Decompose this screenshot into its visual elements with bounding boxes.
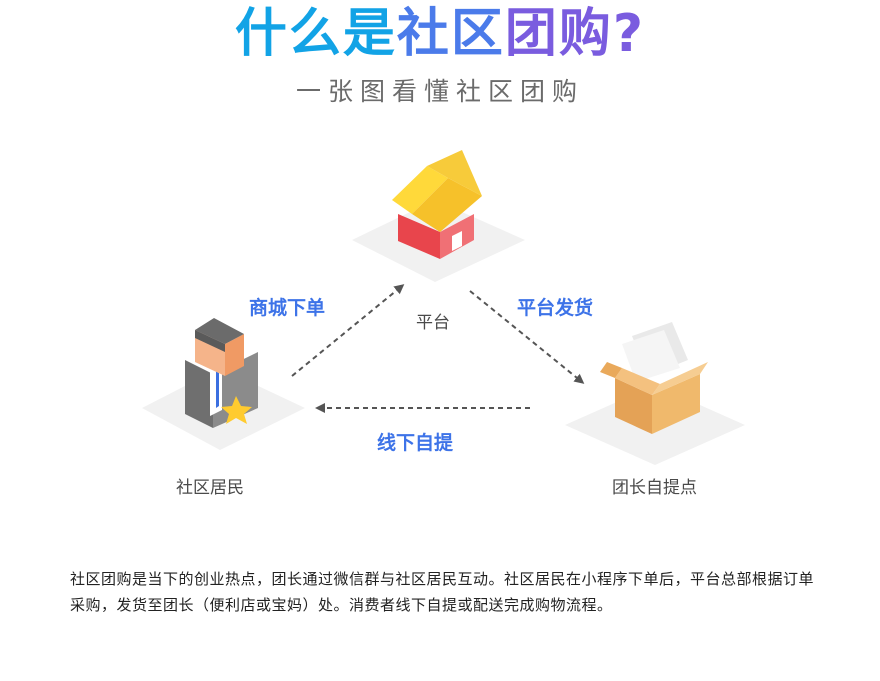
- node-label-platform: 平台: [416, 313, 450, 333]
- title-part-3: 团购?: [504, 4, 646, 64]
- page-subtitle: 一张图看懂社区团购: [295, 77, 584, 106]
- resident-person-icon: [142, 318, 305, 450]
- package-box-icon: [565, 322, 745, 465]
- arrow-order: [291, 284, 405, 377]
- edge-label-pickup: 线下自提: [377, 432, 454, 454]
- description-text: 社区团购是当下的创业热点，团长通过微信群与社区居民互动。社区居民在小程序下单后，…: [70, 570, 815, 614]
- title-part-2: 社区: [396, 4, 505, 64]
- page-title: 什么是社区团购?: [0, 2, 880, 66]
- arrow-ship: [469, 290, 585, 384]
- edge-label-ship: 平台发货: [517, 297, 594, 319]
- edge-label-order: 商城下单: [249, 297, 326, 319]
- house-icon: [352, 150, 525, 282]
- node-label-residents: 社区居民: [176, 478, 244, 498]
- node-label-leader: 团长自提点: [612, 478, 697, 498]
- title-part-1: 什么是: [234, 4, 397, 64]
